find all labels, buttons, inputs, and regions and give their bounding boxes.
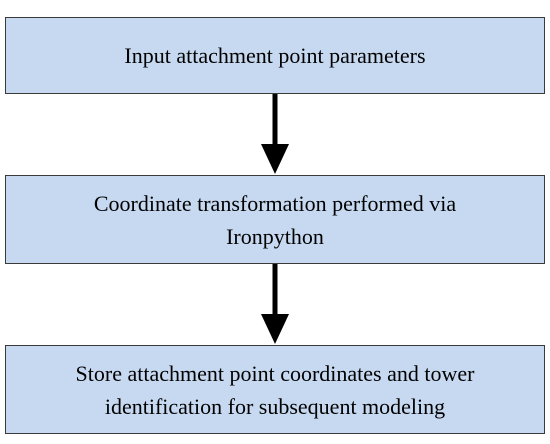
step-3-box: Store attachment point coordinates and t… xyxy=(5,345,545,434)
step-3-text-line-1: Store attachment point coordinates and t… xyxy=(75,360,475,386)
step-3-text-line-2: identification for subsequent modeling xyxy=(104,393,446,419)
step-2-box: Coordinate transformation performed via … xyxy=(5,175,545,264)
arrow-down-icon xyxy=(261,264,289,344)
arrow-down-icon xyxy=(261,94,289,174)
step-2-text-line-2: Ironpython xyxy=(226,223,324,249)
step-2-text-line-1: Coordinate transformation performed via xyxy=(93,190,457,216)
step-1-text: Input attachment point parameters xyxy=(124,43,426,68)
step-1-box: Input attachment point parameters xyxy=(5,17,545,94)
